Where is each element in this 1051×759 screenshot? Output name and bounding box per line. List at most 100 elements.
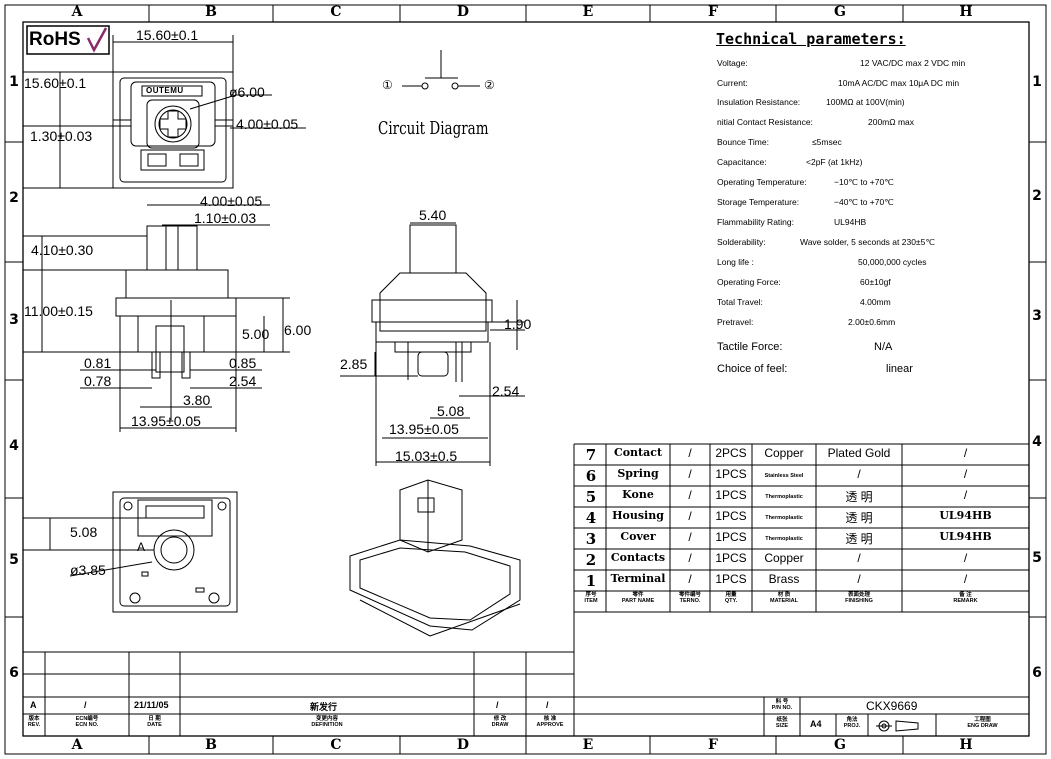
bom-cell-name: Contacts: [610, 551, 666, 564]
dim-label: 2.85: [340, 356, 368, 372]
tech-param-value: 100MΩ at 100V(min): [826, 97, 905, 107]
row-number: 4: [1032, 434, 1042, 450]
row-number: 5: [1032, 550, 1042, 566]
col-header: H: [959, 4, 973, 20]
bom-cell-name: Housing: [612, 509, 664, 522]
tech-param-label: Total Travel:: [717, 297, 763, 307]
dim-label: 4.10±0.30: [31, 242, 94, 258]
col-header: E: [582, 4, 594, 20]
bom-cell-tn: /: [688, 446, 692, 460]
bom-cell-tn: /: [688, 572, 692, 586]
dim-label: 13.95±0.05: [131, 413, 201, 429]
bom-cell-name: Cover: [620, 530, 656, 543]
dim-label: ø3.85: [70, 562, 106, 578]
bom-cell-tn: /: [688, 509, 692, 523]
bottom-view-mark: A: [137, 540, 146, 554]
row-number: 5: [9, 552, 19, 568]
bom-cell-fin: /: [857, 551, 861, 565]
bom-cell-fin: /: [857, 467, 861, 481]
tech-param-label: Long life :: [717, 257, 754, 267]
bom-cell-no: 3: [585, 530, 597, 548]
terminal-2-label: ②: [484, 78, 495, 92]
dim-label: 5.08: [70, 524, 98, 540]
bom-cell-qty: 1PCS: [715, 509, 747, 523]
bom-cell-fin: 透 明: [845, 532, 873, 546]
tech-param-label: nitial Contact Resistance:: [717, 117, 813, 127]
bom-cell-tn: /: [688, 551, 692, 565]
bom-cell-qty: 1PCS: [715, 572, 747, 586]
dim-label: 5.00: [242, 326, 270, 342]
tech-param-value: ≤5msec: [812, 137, 842, 147]
dim-label: 0.85: [229, 355, 257, 371]
tb-date: 21/11/05: [134, 700, 169, 710]
tech-param-value: 200mΩ max: [868, 117, 915, 127]
col-footer: D: [456, 737, 470, 753]
dim-label: 0.78: [84, 373, 112, 389]
bom-cell-qty: 2PCS: [715, 446, 747, 460]
bom-cell-no: 6: [585, 467, 597, 485]
col-header: C: [330, 4, 342, 20]
bom-cell-mat: Copper: [764, 446, 804, 460]
bom-cell-rem: UL94HB: [939, 509, 992, 522]
bom-cell-name: Kone: [622, 488, 654, 501]
bom-cell-fin: /: [857, 572, 861, 586]
bom-cell-fin: 透 明: [845, 490, 873, 504]
row-number: 1: [1032, 74, 1042, 90]
tech-param-label: Operating Temperature:: [717, 177, 807, 187]
tech-param-value: linear: [886, 363, 913, 375]
brand-label: OUTEMU: [146, 86, 184, 95]
tech-param-value: 12 VAC/DC max 2 VDC min: [860, 58, 966, 68]
col-header: D: [456, 4, 470, 20]
bom-cell-rem: UL94HB: [939, 530, 992, 543]
row-number: 4: [9, 438, 19, 454]
tech-param-label: Choice of feel:: [717, 363, 788, 375]
bom-cell-qty: 1PCS: [715, 488, 747, 502]
dim-label: ø6.00: [229, 84, 265, 100]
bom-cell-no: 5: [585, 488, 597, 506]
tech-param-label: Bounce Time:: [717, 137, 769, 147]
terminal-1-label: ①: [382, 78, 393, 92]
dim-label: 4.00±0.05: [236, 116, 299, 132]
dim-label: 15.60±0.1: [24, 75, 87, 91]
tech-params-title: Technical parameters:: [716, 30, 906, 48]
bom-cell-rem: /: [963, 467, 968, 481]
tech-param-label: Flammability Rating:: [717, 217, 794, 227]
tech-param-value: 10mA AC/DC max 10μA DC min: [838, 78, 960, 88]
col-header: A: [71, 4, 83, 20]
tech-param-value: 4.00mm: [860, 297, 891, 307]
tech-param-label: Voltage:: [717, 58, 748, 68]
tech-param-label: Capacitance:: [717, 157, 767, 167]
tech-param-value: <2pF (at 1kHz): [806, 157, 863, 167]
bom-cell-mat: Stainless Steel: [764, 473, 804, 479]
bom-cell-mat: Copper: [764, 551, 804, 565]
bom-cell-qty: 1PCS: [715, 467, 747, 481]
row-number: 6: [9, 665, 19, 681]
col-header: F: [708, 4, 718, 20]
bom-cell-tn: /: [688, 530, 692, 544]
bom-cell-no: 4: [585, 509, 597, 527]
tb-approve: /: [546, 700, 549, 710]
row-number: 1: [9, 74, 19, 90]
dim-label: 6.00: [284, 322, 312, 338]
tech-param-value: UL94HB: [834, 217, 867, 227]
tech-param-label: Solderability:: [717, 237, 766, 247]
col-footer: E: [582, 737, 594, 753]
dim-label: 5.08: [437, 403, 465, 419]
col-footer: G: [834, 737, 846, 753]
col-footer: C: [330, 737, 342, 753]
dim-label: 13.95±0.05: [389, 421, 459, 437]
bom-cell-rem: /: [963, 488, 968, 502]
row-number: 2: [9, 190, 19, 206]
col-header: B: [205, 4, 217, 20]
tech-param-value: N/A: [874, 341, 893, 353]
col-footer: A: [71, 737, 83, 753]
bom-cell-name: Spring: [617, 467, 659, 480]
